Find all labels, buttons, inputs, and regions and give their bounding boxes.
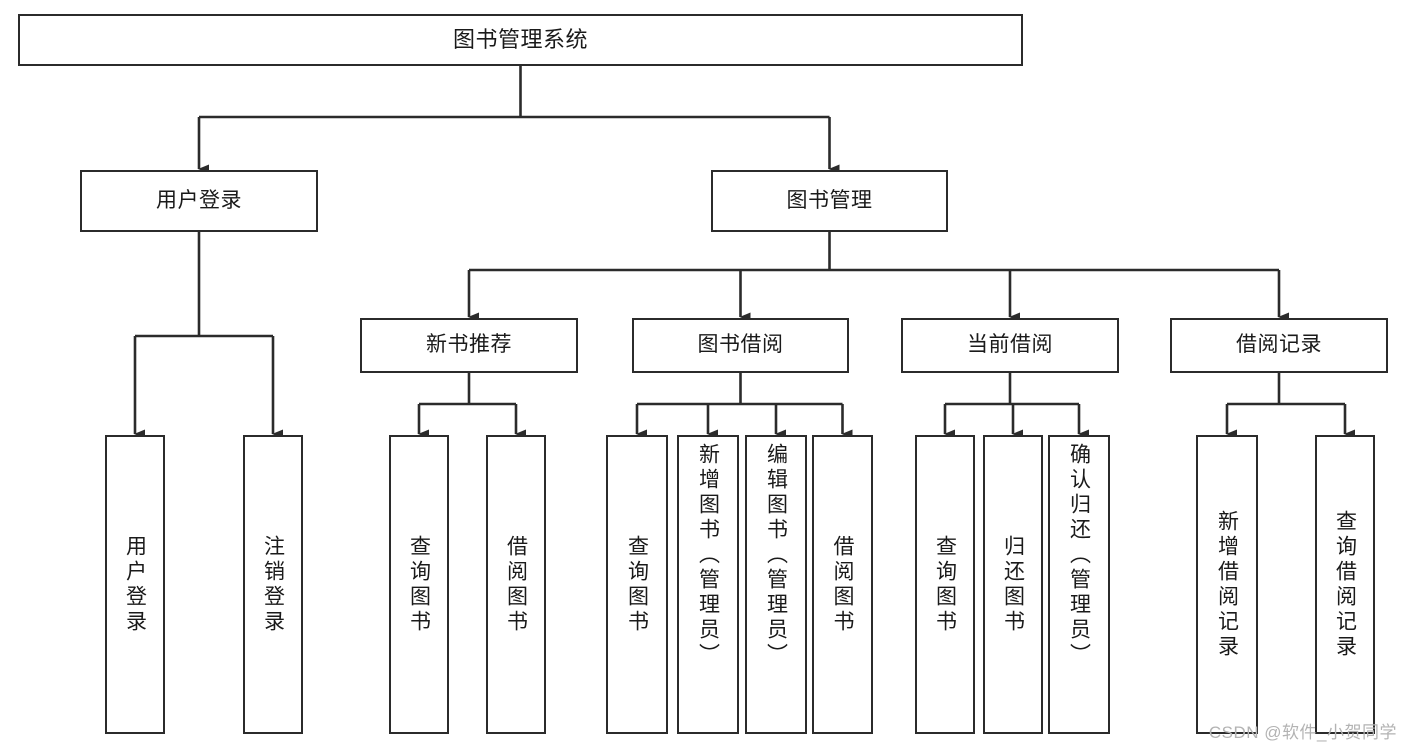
node-label: 图书管理 [786, 188, 873, 212]
node-label: 查询借阅记录 [1333, 509, 1357, 660]
node-leaf-user-login[interactable]: 用户登录 [105, 435, 165, 734]
node-label: 注销登录 [261, 534, 285, 635]
node-book-borrow[interactable]: 图书借阅 [632, 318, 849, 373]
node-root[interactable]: 图书管理系统 [18, 14, 1023, 66]
node-leaf-add-borrow-record[interactable]: 新增借阅记录 [1196, 435, 1258, 734]
node-current-borrow[interactable]: 当前借阅 [901, 318, 1119, 373]
node-label: 用户登录 [123, 534, 147, 635]
node-leaf-logout[interactable]: 注销登录 [243, 435, 303, 734]
node-user-login[interactable]: 用户登录 [80, 170, 318, 232]
node-label: 新增借阅记录 [1215, 509, 1239, 660]
node-label: 归还图书 [1001, 534, 1025, 635]
node-leaf-borrow-book[interactable]: 借阅图书 [812, 435, 873, 734]
node-label: 借阅记录 [1236, 333, 1322, 357]
node-book-manage[interactable]: 图书管理 [711, 170, 948, 232]
node-label: 当前借阅 [967, 333, 1053, 357]
node-new-book-recommend[interactable]: 新书推荐 [360, 318, 578, 373]
node-leaf-edit-book-admin[interactable]: 编辑图书（管理员） [745, 435, 807, 734]
node-label: 图书借阅 [697, 333, 784, 357]
node-label: 借阅图书 [831, 534, 854, 635]
node-leaf-query-book-current[interactable]: 查询图书 [915, 435, 975, 734]
node-label: 查询图书 [933, 534, 957, 635]
node-borrow-record[interactable]: 借阅记录 [1170, 318, 1388, 373]
node-leaf-query-borrow-record[interactable]: 查询借阅记录 [1315, 435, 1375, 734]
node-label: 编辑图书（管理员） [764, 443, 788, 668]
node-label: 查询图书 [625, 534, 649, 635]
node-label: 查询图书 [407, 534, 431, 635]
node-leaf-borrow-book-rec[interactable]: 借阅图书 [486, 435, 546, 734]
node-label: 确认归还（管理员） [1067, 443, 1091, 668]
node-label: 图书管理系统 [452, 27, 588, 53]
node-leaf-return-book[interactable]: 归还图书 [983, 435, 1043, 734]
watermark: CSDN @软件_小贺同学 [1208, 723, 1397, 742]
node-leaf-confirm-return-admin[interactable]: 确认归还（管理员） [1048, 435, 1110, 734]
node-label: 新书推荐 [426, 333, 512, 357]
node-label: 借阅图书 [504, 534, 528, 635]
node-leaf-add-book-admin[interactable]: 新增图书（管理员） [677, 435, 739, 734]
node-label: 新增图书（管理员） [696, 443, 720, 668]
node-leaf-query-book-rec[interactable]: 查询图书 [389, 435, 449, 734]
node-leaf-query-book-borrow[interactable]: 查询图书 [606, 435, 668, 734]
node-label: 用户登录 [156, 188, 242, 212]
